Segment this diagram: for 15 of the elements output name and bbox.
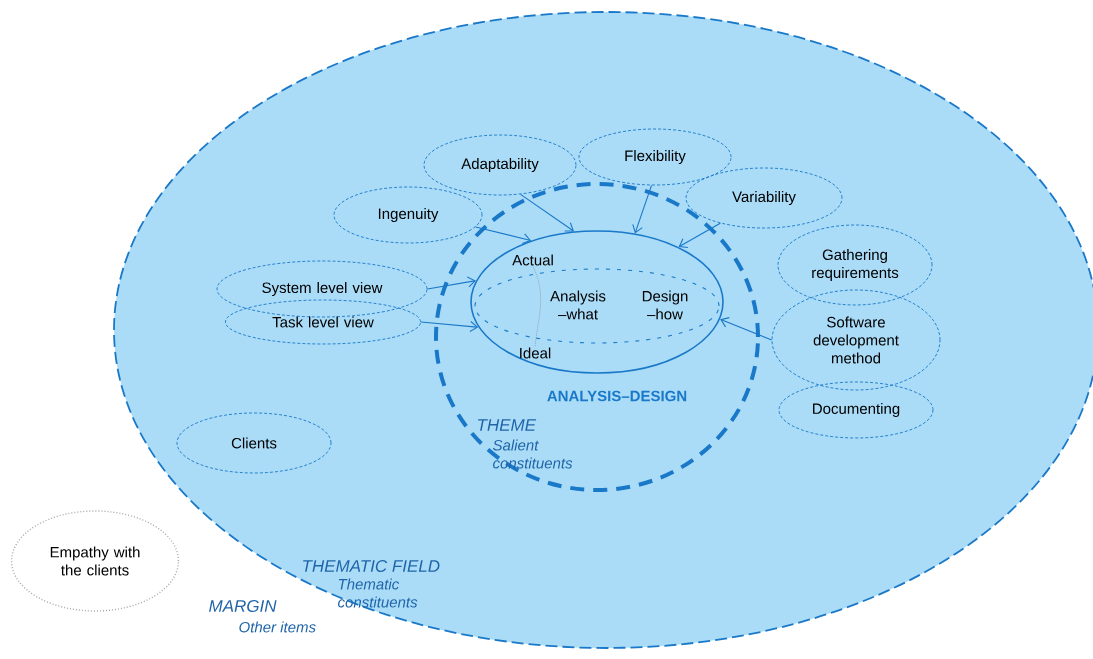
stage-label: Analysis –what	[550, 290, 606, 320]
margin-label: MARGIN	[209, 599, 277, 612]
outlined-heading: ANALYSIS–DESIGN	[547, 390, 687, 402]
connector	[520, 193, 575, 232]
bare-label: Ideal	[520, 347, 551, 359]
connector	[426, 276, 476, 290]
connector	[475, 226, 532, 245]
margin-label: Other items	[239, 621, 316, 633]
connector	[720, 317, 773, 341]
field-heading: THEMATIC FIELD	[303, 559, 440, 572]
stage-label: Design –how	[642, 290, 688, 320]
connector	[532, 266, 541, 347]
bare-label: Actual	[512, 254, 553, 266]
connector	[420, 320, 479, 333]
theme-heading: THEME	[478, 419, 537, 431]
